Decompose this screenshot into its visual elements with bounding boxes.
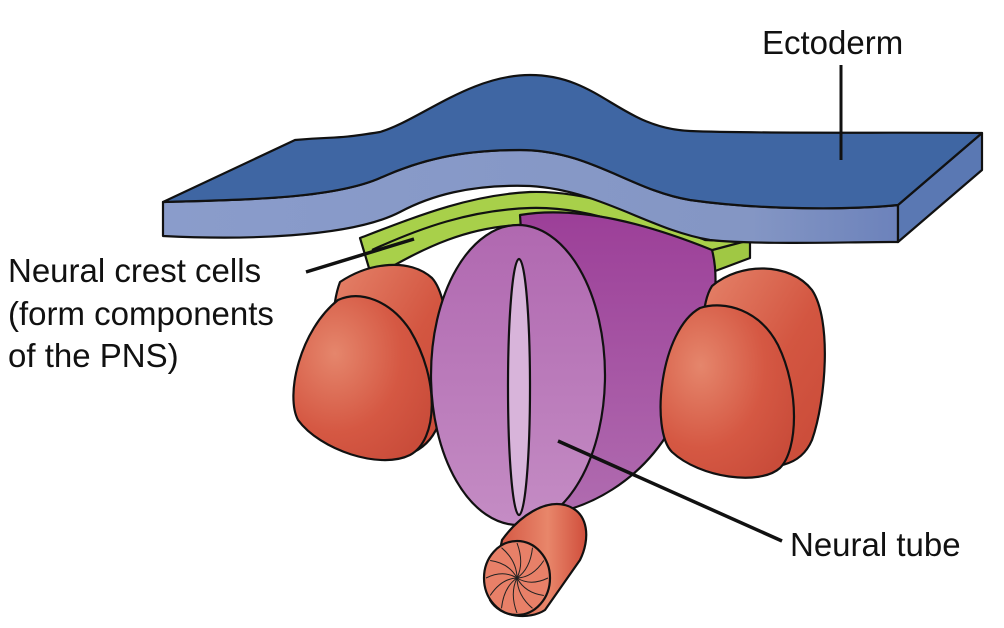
notochord-radial-line bbox=[489, 577, 518, 596]
neural-tube-lumen bbox=[506, 257, 532, 517]
notochord-radial-line bbox=[516, 577, 533, 609]
notochord-radial-line bbox=[490, 560, 518, 579]
left-somite bbox=[292, 263, 450, 462]
notochord-radial-line bbox=[512, 577, 518, 614]
label-neural-tube: Neural tube bbox=[790, 526, 961, 563]
label-neural-crest-line3: of the PNS) bbox=[8, 337, 179, 374]
notochord-radial-line bbox=[485, 573, 518, 579]
notochord-radial-line bbox=[516, 577, 549, 583]
neural-tube-leader-line bbox=[557, 439, 783, 543]
notochord bbox=[482, 502, 588, 617]
label-neural-crest-line2: (form components bbox=[8, 295, 274, 332]
neural-tube bbox=[429, 223, 607, 527]
ectoderm-top-surface bbox=[161, 73, 984, 210]
notochord-radial-line bbox=[501, 577, 518, 609]
label-ectoderm: Ectoderm bbox=[762, 24, 903, 61]
right-somite bbox=[659, 267, 826, 479]
neural-crest-leader-line bbox=[305, 237, 415, 274]
notochord-radial-line bbox=[501, 547, 518, 579]
notochord-radial-lines bbox=[485, 542, 549, 614]
notochord-radial-line bbox=[516, 560, 545, 579]
notochord-radial-line bbox=[516, 577, 544, 596]
notochord-radial-line bbox=[516, 542, 522, 579]
right-somite-front bbox=[659, 304, 796, 479]
label-neural-crest-line1: Neural crest cells bbox=[8, 252, 261, 289]
ectoderm bbox=[161, 73, 984, 244]
notochord-radial-line bbox=[516, 547, 533, 579]
left-somite-front bbox=[292, 295, 433, 462]
